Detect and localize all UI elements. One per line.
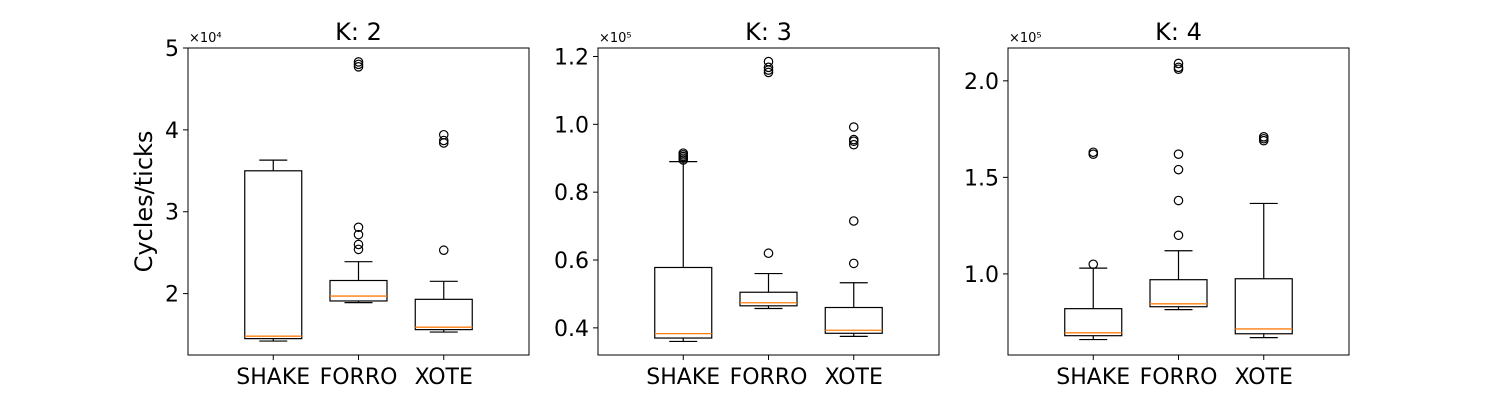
outlier-point — [1173, 62, 1184, 73]
outlier-point — [353, 239, 364, 250]
outlier-point — [353, 244, 364, 255]
box-body — [1234, 278, 1293, 335]
outlier-point — [438, 129, 449, 140]
outlier-point — [1173, 230, 1184, 241]
outlier-point — [763, 67, 774, 78]
box-xote — [824, 122, 883, 337]
y-tick-label: 1.0 — [554, 113, 589, 138]
box-shake — [244, 159, 303, 342]
axes-frame — [187, 47, 530, 356]
outlier-point — [438, 245, 449, 256]
outlier-point — [848, 216, 859, 226]
y-tick-label: 5 — [165, 37, 179, 62]
box-body — [739, 291, 798, 307]
x-tick-label: SHAKE — [236, 365, 310, 390]
outlier-point — [1088, 259, 1099, 270]
offset-label: ×10⁵ — [1009, 31, 1042, 46]
y-tick-label: 0.8 — [554, 181, 589, 206]
y-tick-label: 2 — [165, 283, 179, 308]
outlier-point — [848, 122, 859, 132]
box-forro — [329, 57, 388, 304]
box-body — [824, 306, 883, 334]
box-shake — [1064, 147, 1123, 341]
x-tick-label: FORRO — [320, 365, 398, 390]
box-xote — [1234, 132, 1293, 339]
x-tick-label: XOTE — [825, 365, 883, 390]
box-xote — [414, 129, 473, 333]
box-body — [244, 170, 303, 340]
outlier-point — [353, 229, 364, 240]
outlier-point — [353, 62, 364, 72]
x-tick-label: XOTE — [1235, 365, 1293, 390]
outlier-point — [1258, 133, 1269, 144]
outlier-point — [763, 62, 774, 73]
outlier-point — [438, 135, 449, 146]
x-tick-label: SHAKE — [1056, 365, 1130, 390]
outlier-point — [353, 59, 364, 70]
x-tick-label: FORRO — [730, 365, 808, 390]
box-body — [1149, 279, 1208, 308]
outlier-point — [848, 139, 859, 150]
box-body — [414, 298, 473, 331]
y-tick-label: 1.5 — [964, 166, 999, 191]
box-body — [1064, 308, 1123, 337]
outlier-point — [1258, 132, 1269, 142]
y-tick-label: 3 — [165, 201, 179, 226]
y-tick-label: 2.0 — [964, 70, 999, 95]
outlier-point — [1173, 58, 1184, 69]
box-forro — [1149, 58, 1208, 311]
box-body — [654, 266, 713, 339]
outlier-point — [353, 57, 364, 67]
x-tick-label: FORRO — [1140, 365, 1218, 390]
outlier-point — [353, 222, 364, 233]
outlier-point — [1173, 195, 1184, 206]
offset-label: ×10⁴ — [189, 31, 222, 46]
y-tick-label: 1.0 — [964, 263, 999, 288]
box-body — [329, 279, 388, 302]
y-tick-label: 0.6 — [554, 249, 589, 274]
outlier-point — [678, 148, 689, 158]
y-tick-label: 0.4 — [554, 317, 589, 342]
x-tick-label: XOTE — [415, 365, 473, 390]
outlier-point — [848, 134, 859, 145]
box-forro — [739, 56, 798, 310]
outlier-point — [763, 248, 774, 259]
chart-title: K: 2 — [335, 18, 382, 46]
y-tick-label: 4 — [165, 119, 179, 144]
y-axis-label: Cycles/ticks — [130, 131, 158, 273]
outlier-point — [1173, 149, 1184, 159]
y-tick-label: 1.2 — [554, 45, 589, 70]
x-tick-label: SHAKE — [646, 365, 720, 390]
outlier-point — [848, 258, 859, 269]
outlier-point — [1088, 149, 1099, 159]
box-shake — [654, 148, 713, 343]
chart-title: K: 4 — [1155, 18, 1202, 46]
outlier-point — [1173, 164, 1184, 175]
outlier-point — [763, 56, 774, 67]
outlier-point — [1088, 147, 1099, 158]
chart-title: K: 3 — [745, 18, 792, 46]
offset-label: ×10⁵ — [599, 31, 632, 46]
